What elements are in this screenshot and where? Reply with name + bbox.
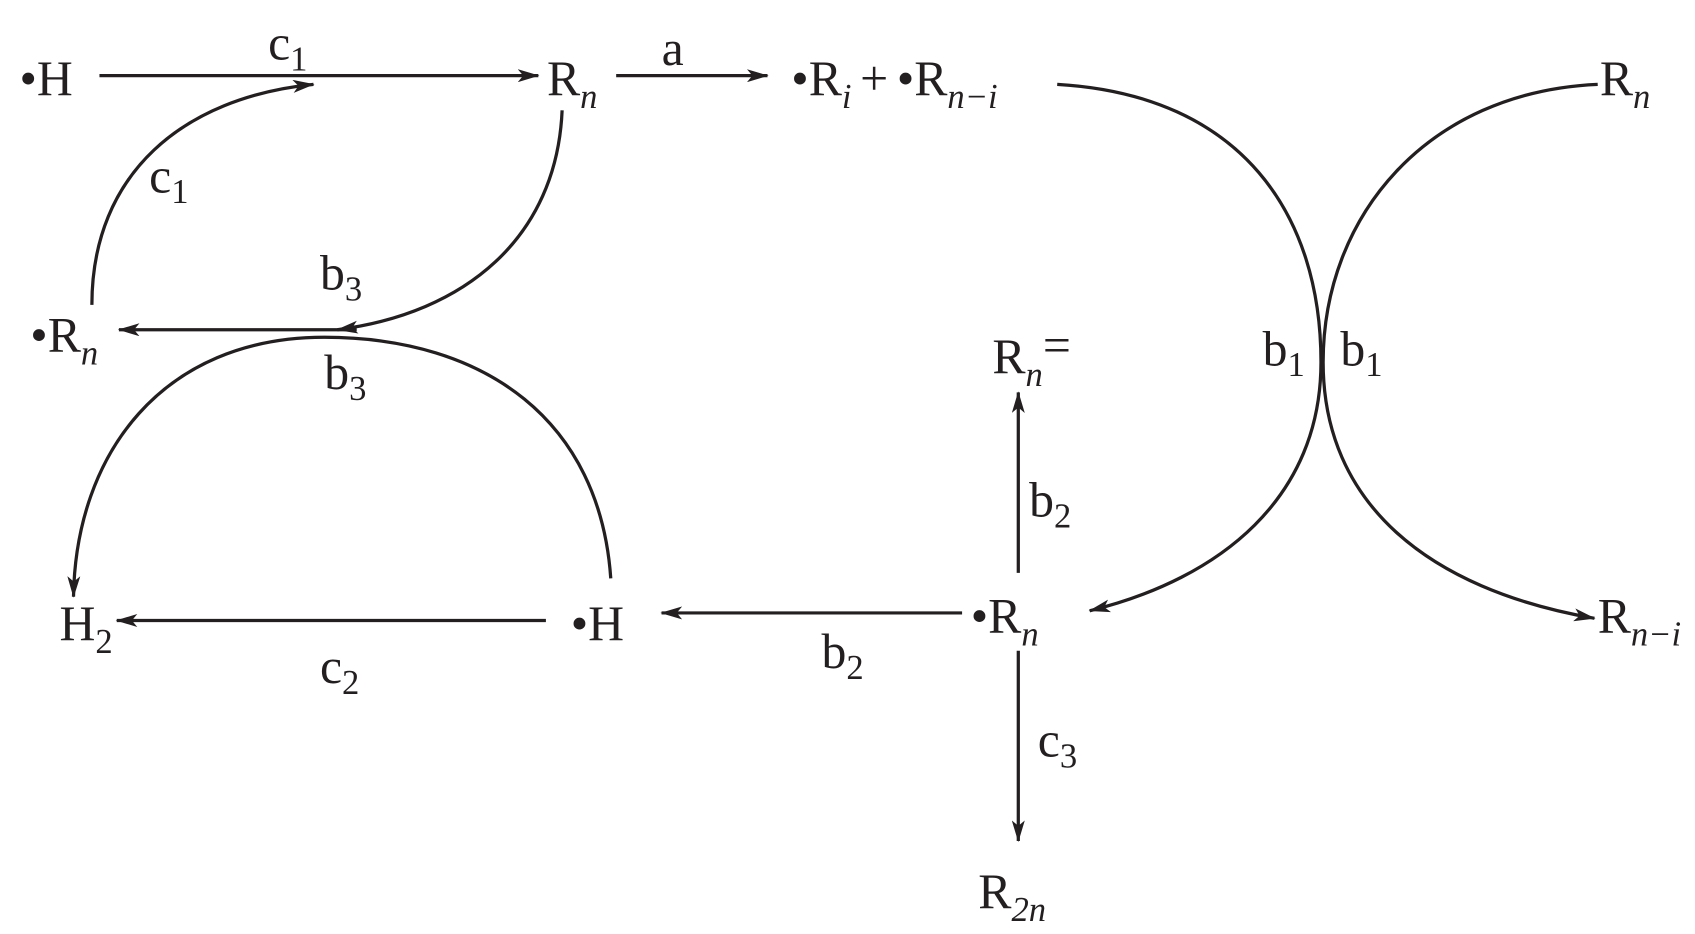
h-radical-bottom: •H	[571, 596, 624, 651]
label-c1-left: c1	[149, 148, 188, 211]
label-b3-upper: b3	[320, 246, 362, 309]
label-c2: c2	[320, 639, 359, 702]
label-b1-left: b1	[1263, 321, 1305, 384]
label-b3-lower: b3	[324, 345, 366, 408]
ri-plus-rni-radicals: •Ri+•Rn−i	[791, 51, 997, 116]
rn-radical-center: •Rn	[971, 588, 1039, 653]
label-b2-vertical: b2	[1029, 473, 1071, 536]
label-c3: c3	[1038, 713, 1077, 776]
rni-product: Rn−i	[1598, 588, 1681, 653]
rn-right: Rn	[1600, 51, 1650, 116]
arrow-rn-radical-to-h-c1	[90, 79, 315, 305]
label-a: a	[662, 21, 684, 76]
h-radical-top: •H	[19, 51, 72, 106]
label-c1-top: c1	[268, 15, 307, 78]
arrow-rni-to-rn-b1	[1057, 82, 1323, 613]
arrow-rn-to-rni-b1	[1321, 82, 1598, 622]
arrow-rn-to-b3	[336, 110, 564, 334]
h2: H2	[59, 596, 112, 661]
rn-top: Rn	[547, 51, 597, 116]
rn-radical-left: •Rn	[30, 307, 98, 372]
r2n: R2n	[978, 864, 1046, 929]
label-b2-horizontal: b2	[822, 624, 864, 687]
arrow-h-to-h2-b3	[67, 335, 613, 598]
label-b1-right: b1	[1340, 321, 1382, 384]
rn-alkene: Rn=	[992, 318, 1071, 394]
